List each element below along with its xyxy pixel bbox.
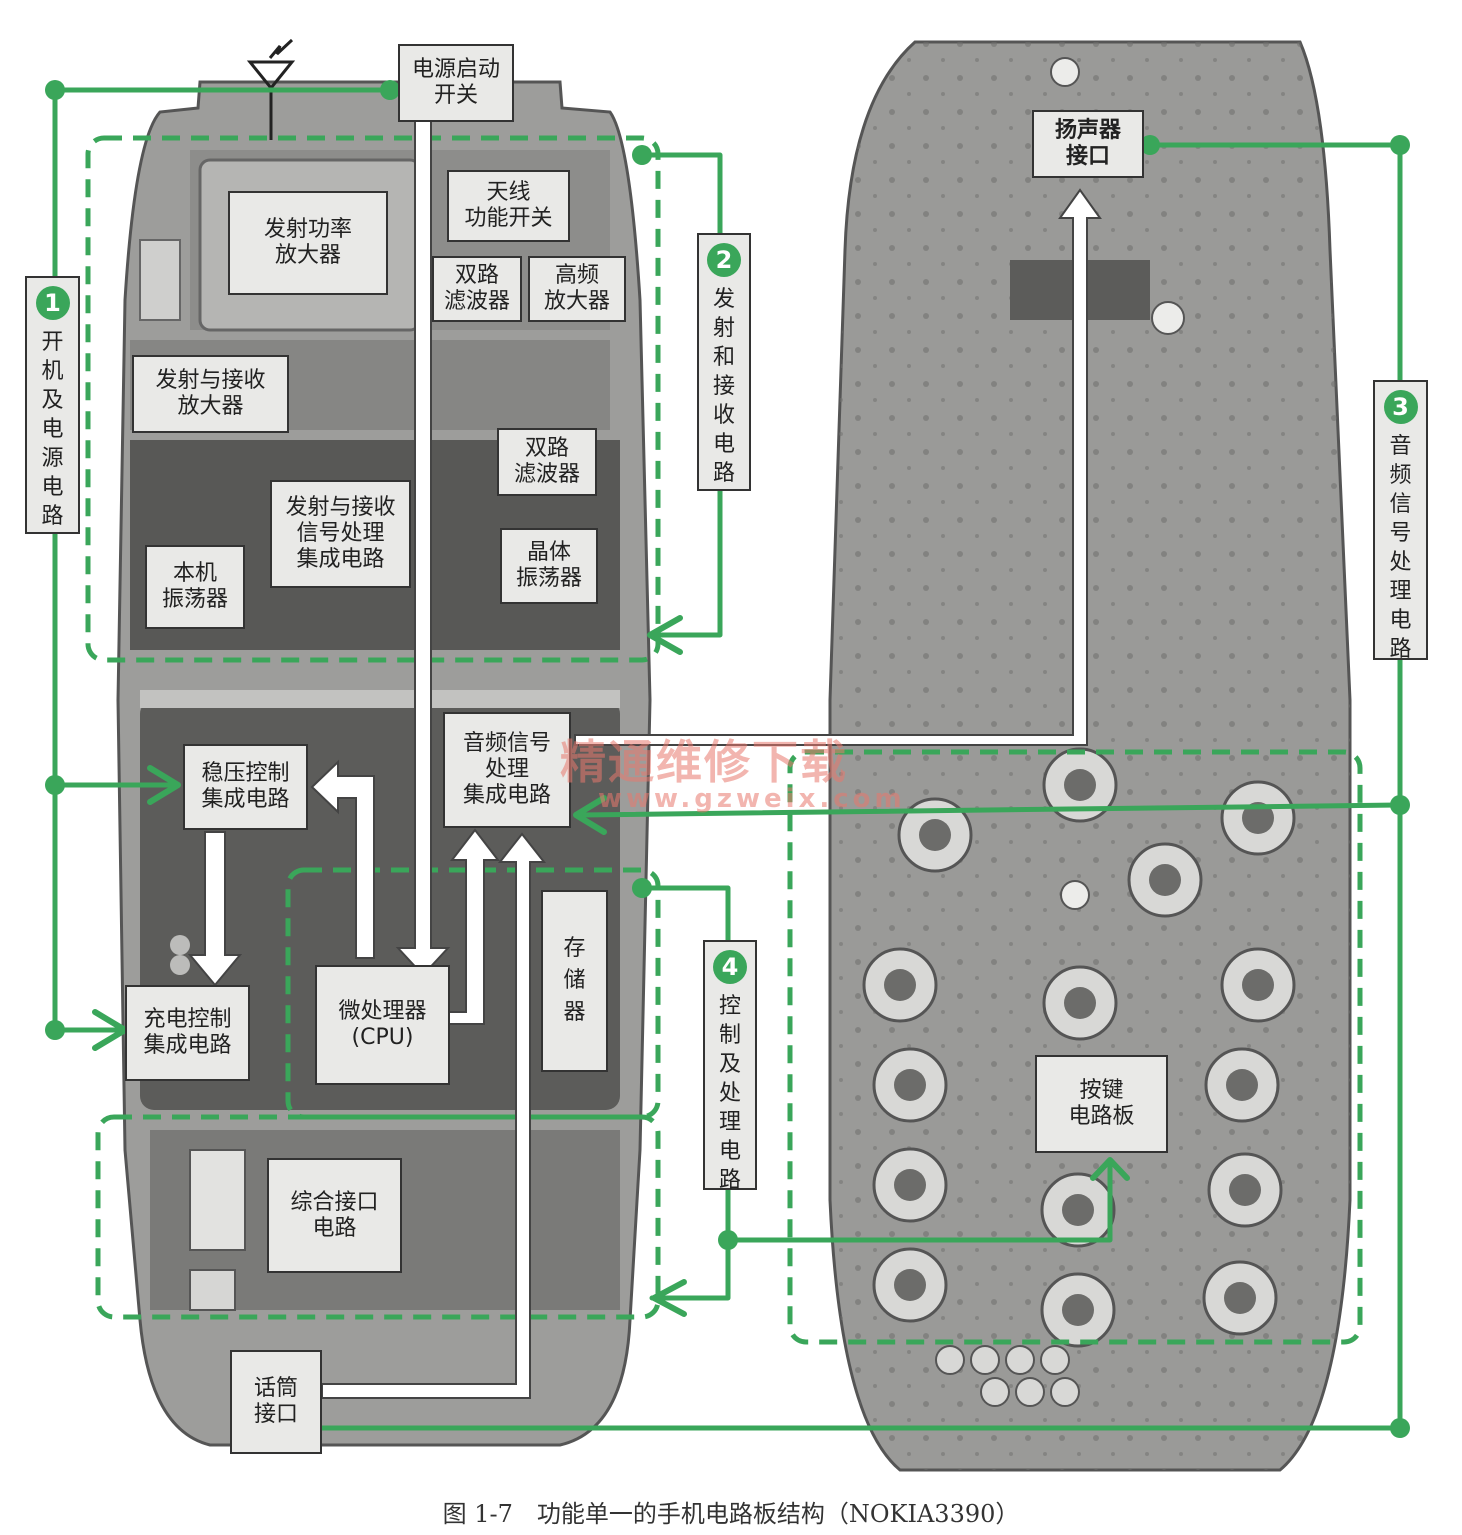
section-4-label: 4 控制及处理电路: [703, 940, 757, 1193]
antenna-icon: [246, 38, 296, 140]
audio-ic-label: 音频信号 处理 集成电路: [443, 712, 571, 828]
group-outlines: [85, 135, 1363, 1345]
signal-arrows: [187, 119, 1102, 1399]
section-2-label: 2 发射和接收电路: [697, 233, 751, 491]
rf-section-outline: [85, 135, 661, 663]
watermark-line-2: www.gzweix.com: [598, 784, 906, 814]
connector-dots: [45, 80, 1410, 1438]
hf-amp-label: 高频 放大器: [528, 256, 626, 322]
txrx-ic-label: 发射与接收 信号处理 集成电路: [270, 480, 411, 588]
antenna-switch-label: 天线 功能开关: [447, 170, 570, 242]
cpu-label: 微处理器 (CPU): [315, 965, 450, 1085]
section-4-text: 控制及处理电路: [718, 994, 741, 1193]
section-1-label: 1 开机及电源电路: [25, 276, 80, 534]
section-2-text: 发射和接收电路: [712, 287, 735, 486]
right-board: [828, 40, 1352, 1472]
txrx-amp-label: 发射与接收 放大器: [132, 355, 289, 433]
section-4-number: 4: [713, 950, 747, 984]
arrowheads-green: [92, 615, 1130, 1317]
tx-power-amp-label: 发射功率 放大器: [228, 191, 388, 295]
power-switch-label: 电源启动 开关: [398, 44, 514, 122]
watermark-line-1: 精通维修下载: [560, 735, 848, 789]
duplex-filter-2-label: 双路 滤波器: [497, 428, 597, 496]
duplex-filter-1-label: 双路 滤波器: [432, 256, 522, 322]
speaker-port-label: 扬声器 接口: [1032, 110, 1144, 178]
charge-ic-label: 充电控制 集成电路: [125, 985, 250, 1081]
section-3-text: 音频信号处理电路: [1389, 434, 1412, 662]
crystal-osc-label: 晶体 振荡器: [500, 528, 598, 604]
interface-section-outline: [95, 1114, 661, 1320]
mic-port-label: 话筒 接口: [230, 1350, 322, 1454]
local-osc-label: 本机 振荡器: [145, 545, 245, 629]
section-3-label: 3 音频信号处理电路: [1373, 380, 1428, 662]
interface-circuit-label: 综合接口 电路: [267, 1158, 402, 1273]
figure-caption: 图 1-7 功能单一的手机电路板结构（NOKIA3390）: [442, 1500, 1020, 1528]
section-1-number: 1: [35, 286, 70, 320]
regulator-ic-label: 稳压控制 集成电路: [183, 744, 308, 830]
keypad-board-label: 按键 电路板: [1035, 1055, 1168, 1153]
section-1-text: 开机及电源电路: [41, 330, 64, 529]
memory-label: 存 储 器: [541, 890, 608, 1072]
section-3-number: 3: [1383, 390, 1418, 424]
section-2-number: 2: [707, 243, 741, 277]
keypad-section-outline: [787, 749, 1363, 1345]
